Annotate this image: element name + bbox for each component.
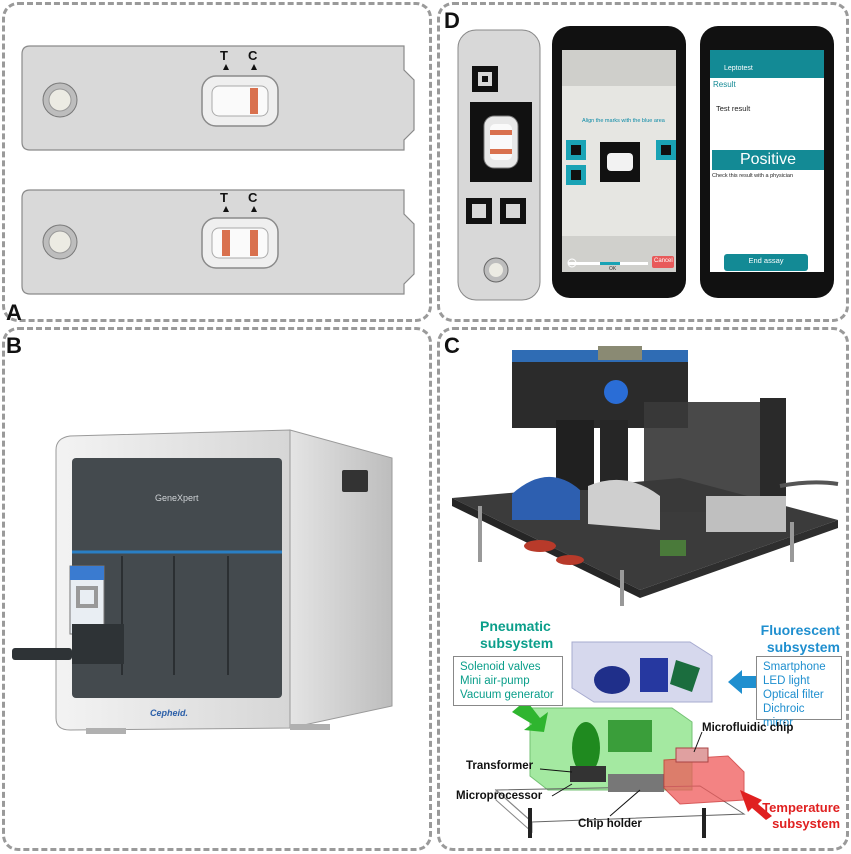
panel-d-label: D	[444, 8, 460, 33]
fluorescent-item: Smartphone	[763, 661, 826, 673]
transformer-label: Transformer	[466, 760, 534, 772]
result-header: Result	[713, 80, 736, 89]
pneumatic-components-box: Solenoid valves Mini air-pump Vacuum gen…	[453, 656, 563, 706]
microprocessor-label: Microprocessor	[456, 790, 543, 802]
temperature-title-line-1: Temperature	[762, 800, 840, 815]
cepheid-logo: Cepheid.	[150, 708, 189, 718]
panel-c-label: C	[444, 333, 460, 358]
fluorescent-title-line-2: subsystem	[766, 639, 840, 655]
pneumatic-item: Solenoid valves	[460, 661, 541, 673]
pneumatic-item: Vacuum generator	[460, 689, 554, 701]
positive-result: Positive	[739, 151, 797, 168]
fluorescent-title-line-1: Fluorescent	[760, 622, 840, 638]
genexpert-brand: GeneXpert	[155, 493, 199, 503]
temperature-title-line-2: subsystem	[772, 816, 840, 831]
panel-b-label: B	[6, 333, 22, 358]
panel-a-label: A	[6, 300, 22, 325]
physician-note: Check this result with a physician	[712, 173, 794, 179]
control-line-marker-2: C	[248, 190, 258, 205]
panel-a	[2, 2, 432, 322]
test-line-marker-1: T	[220, 48, 228, 63]
pneumatic-title-line-2: subsystem	[480, 635, 554, 651]
temperature-title: Temperature subsystem	[756, 800, 840, 832]
test-line-marker-2: T	[220, 190, 228, 205]
app-name: Leptotest	[724, 65, 753, 72]
pneumatic-title-line-1: Pneumatic	[480, 618, 551, 634]
fluorescent-components-box: Smartphone LED light Optical filter Dich…	[756, 656, 842, 729]
slider-label: OK	[609, 266, 617, 272]
fluorescent-item: Dichroic mirror	[763, 703, 805, 729]
fluorescent-item: Optical filter	[763, 689, 824, 701]
control-line-marker-1: C	[248, 48, 258, 63]
align-instruction: Align the marks with the blue area	[582, 118, 665, 124]
fluorescent-title: Fluorescent subsystem	[756, 622, 840, 656]
panel-c	[437, 327, 849, 851]
chip-holder-label: Chip holder	[578, 818, 642, 830]
test-result-label: Test result	[716, 104, 751, 113]
pneumatic-title: Pneumatic subsystem	[480, 618, 553, 652]
end-assay-button[interactable]: End assay	[748, 256, 784, 265]
cancel-button[interactable]: Cancel	[654, 258, 673, 264]
microfluidic-chip-label: Microfluidic chip	[702, 722, 794, 734]
pneumatic-item: Mini air-pump	[460, 675, 530, 687]
fluorescent-item: LED light	[763, 675, 810, 687]
panel-b	[2, 327, 432, 851]
